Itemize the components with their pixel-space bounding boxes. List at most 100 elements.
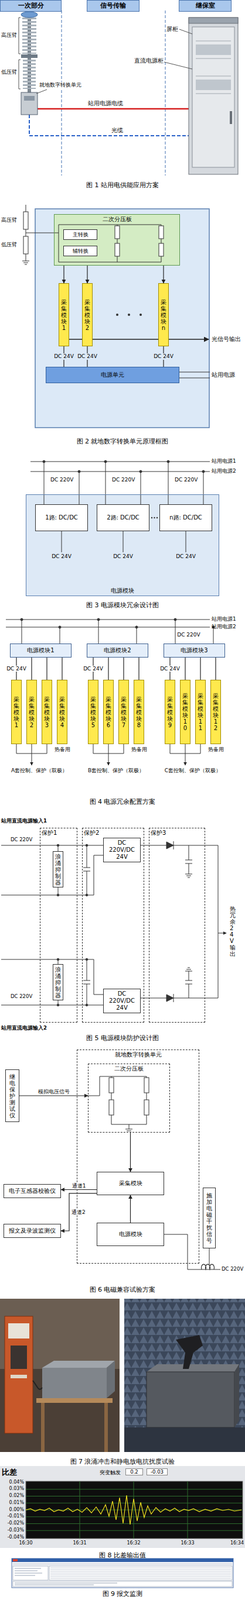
redundancy-config-illustration: [174, 619, 177, 622]
node-text: 施加电磁干扰信号: [206, 1194, 213, 1247]
node-text: 采集模块9: [167, 697, 173, 730]
ratio-error-chart: [0, 1468, 245, 1551]
conversion-unit-illustration: [114, 243, 120, 257]
node-text: 2路: DC/DC: [106, 515, 140, 523]
edge-label: DC 24V: [53, 354, 75, 361]
axis-tick: 0.00%: [0, 1509, 25, 1516]
header-tab: 信号传输: [86, 0, 140, 12]
redundancy-config-illustration: [16, 745, 47, 755]
redundant-power-illustration: [25, 461, 220, 598]
station-supply-illustration: [21, 92, 38, 115]
dcdc-box: DC 220V/DC 24V: [103, 839, 141, 864]
power-module-frame: 电源模块1路: DC/DC2路: DC/DCn路: DC/DC: [25, 495, 220, 598]
axis-tick: 16:32: [124, 1543, 144, 1550]
node-text: DC 220V/DC 24V: [104, 841, 139, 863]
protection-circuit-illustration: [1, 846, 104, 897]
figure-caption: 图 3 电源模块冗余设计图: [0, 602, 245, 611]
message-monitor-screenshot: [49, 1569, 233, 1584]
station-supply-illustration: [21, 11, 38, 18]
node-text: 电源模块1: [26, 648, 54, 656]
connector: [86, 266, 88, 284]
node-text: 二次分压板: [114, 1067, 144, 1075]
edge-label: 通道1: [71, 1185, 87, 1192]
power-module-box: 电源模块1: [9, 644, 72, 659]
test-photos: [146, 1366, 240, 1375]
voltage-label: DC 220V: [221, 1268, 244, 1275]
edge-label: DC 24V: [76, 354, 98, 361]
source-label: 站用电源2: [211, 624, 237, 632]
ratio-error-chart: [25, 1484, 243, 1542]
connector: [60, 1191, 97, 1193]
standby-label: 热备用: [206, 747, 225, 755]
message-monitor-screenshot: [14, 1586, 118, 1588]
axis-tick: -0.01%: [0, 1516, 25, 1523]
test-instrument: 继电保护测试仪: [5, 1071, 20, 1125]
divider-board: 二次分压板主转换辅转换: [53, 214, 180, 267]
chart-title: 比差: [1, 1470, 17, 1480]
part-label: 高压臂: [1, 217, 17, 224]
test-photos: [104, 1405, 108, 1455]
connector: [199, 658, 201, 682]
power-module-box: 电源模块3: [163, 644, 226, 659]
test-photos: [124, 1301, 245, 1455]
source-label: 站用电源1: [211, 617, 237, 624]
station-supply-illustration: [192, 26, 235, 168]
dcdc-box: DC 220V/DC 24V: [103, 990, 141, 1016]
voltage-label: DC 24V: [111, 554, 135, 561]
axis-tick: 16:31: [70, 1543, 90, 1550]
test-photos: [124, 1430, 245, 1455]
redundancy-config-illustration: [21, 620, 214, 645]
test-photos: [10, 1377, 27, 1381]
acquisition-module: 采集模块6: [103, 681, 114, 746]
node-text: 保护2: [83, 831, 100, 839]
axis-tick: -0.04%: [0, 1537, 25, 1544]
cable-label: 站用电源电缆: [87, 100, 124, 107]
conversion-unit-illustration: [23, 212, 29, 230]
signal-label: 站用电源: [211, 372, 236, 379]
figure-caption: 图 9 报文监测: [0, 1593, 245, 1600]
dcdc-box: 1路: DC/DC: [35, 505, 88, 533]
cable-label: 光缆: [111, 127, 124, 134]
test-photos: [42, 1363, 115, 1371]
conversion-unit-illustration: [35, 209, 210, 429]
station-supply-illustration: [195, 79, 231, 91]
connector: [138, 658, 139, 682]
protection-circuit-illustration: [85, 845, 88, 849]
protection-circuit-illustration: [166, 996, 174, 1004]
input-field: 0.2: [125, 1471, 144, 1479]
edge-label: DC 24V: [82, 667, 104, 674]
protection-circuit-illustration: [173, 995, 175, 1005]
message-monitor-screenshot: [11, 1561, 234, 1591]
edge-label: 通道2: [70, 1211, 87, 1218]
node-text: 报文及录波监测仪: [8, 1229, 56, 1237]
protection-zone: 保护3: [148, 829, 206, 1025]
protection-circuit-illustration: [140, 846, 219, 1000]
emc-test-illustration: [209, 1250, 210, 1268]
node-text: 采集模块4: [59, 697, 66, 730]
protection-circuit-illustration: [83, 846, 91, 897]
redundant-power-illustration: [42, 461, 46, 464]
acquisition-module: 采集模块7: [118, 681, 129, 746]
protection-zone: 保护1浪涌抑制器浪涌抑制器: [39, 829, 78, 1025]
message-monitor-screenshot: [12, 1562, 18, 1565]
axis-tick: 0.03%: [0, 1488, 25, 1495]
redundant-power-illustration: [43, 462, 204, 506]
voltage-label: DC 220V: [174, 477, 197, 485]
calibrator-box: 电子互感器校验仪: [3, 1186, 61, 1201]
node-text: 采集模块1: [13, 697, 20, 730]
node-text: 采集模块3: [43, 697, 50, 730]
station-supply-illustration: [61, 10, 63, 176]
redundant-power-illustration: [61, 532, 186, 554]
redundancy-config-illustration: [169, 745, 201, 755]
edge-label: DC 24V: [159, 667, 181, 674]
acquisition-module: 采集模块4: [56, 681, 68, 746]
emc-test-illustration: [144, 1101, 149, 1118]
message-monitor-screenshot: [12, 1569, 49, 1584]
node-text: 采集模块7: [120, 697, 127, 730]
acquisition-module: 采集模块2: [26, 681, 37, 746]
station-supply-illustration: [21, 54, 38, 59]
message-monitor-screenshot: [12, 1566, 233, 1568]
connector: [130, 1134, 131, 1175]
redundant-power-illustration: [202, 471, 205, 474]
acquisition-module: 采集模块3: [41, 681, 53, 746]
